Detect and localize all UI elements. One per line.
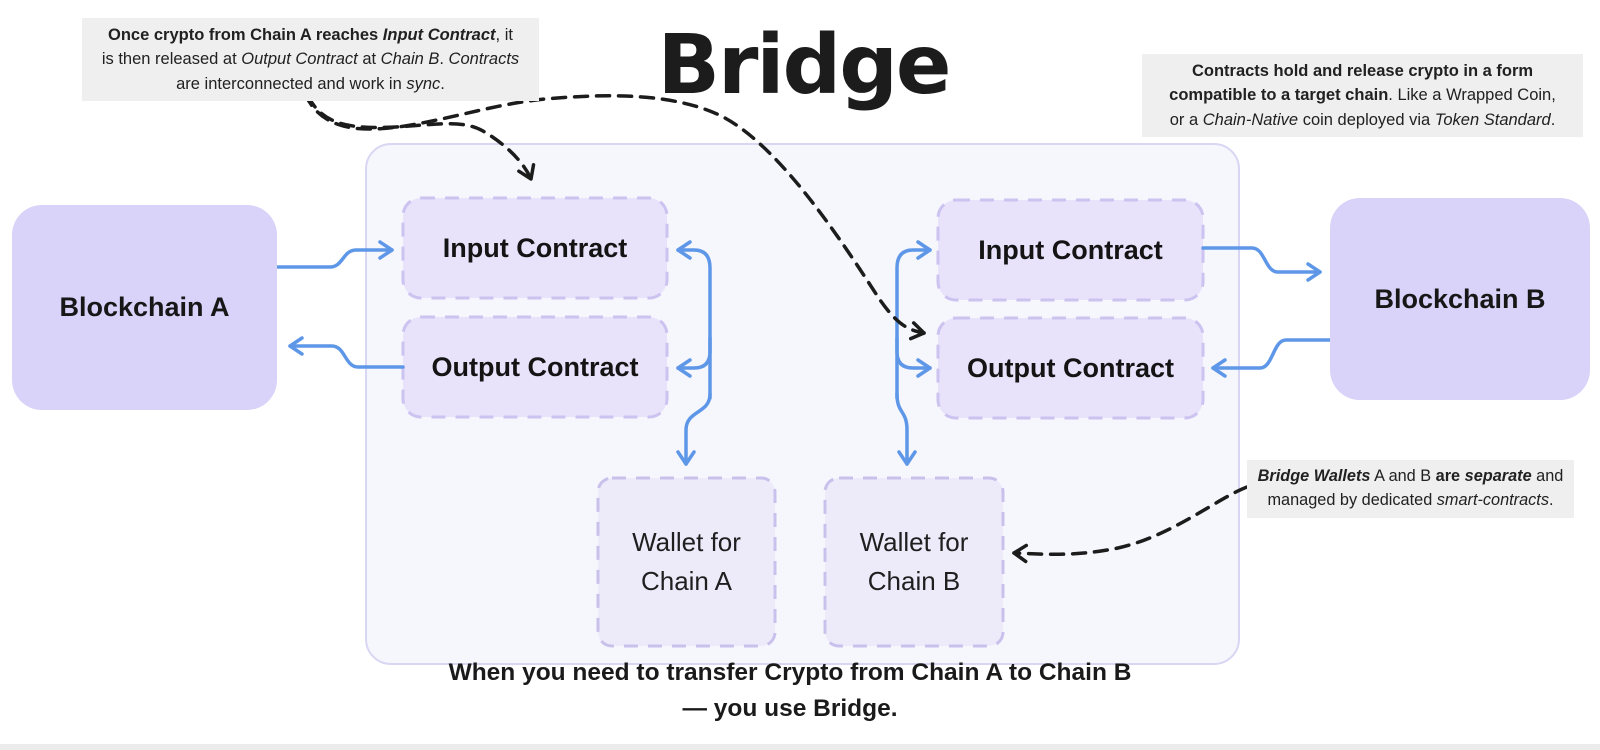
- node-output-contract-b: Output Contract: [967, 352, 1174, 383]
- arrow-trunk-a-to-output-contract-a: [676, 336, 712, 378]
- arrow-trunk-b-to-wallet-b: [895, 392, 917, 466]
- wallet-a-line1: Wallet for: [632, 527, 741, 557]
- wallet-a-line2: Chain A: [640, 566, 733, 596]
- arrow-trunk-b-to-output-contract-b: [895, 336, 932, 378]
- arrow-trunk-b-to-input-contract-b: [895, 240, 932, 400]
- blockchain-a-label: Blockchain A: [59, 292, 230, 322]
- arrow-trunk-a-to-input-contract-a: [676, 240, 712, 400]
- arrow-blockchain-b-to-output-contract-b: [1211, 338, 1332, 378]
- diagram-title: Bridge: [657, 18, 951, 113]
- caption-line1: When you need to transfer Crypto from Ch…: [448, 659, 1132, 686]
- annotation-arrow-to-wallet-b: [1012, 485, 1249, 564]
- arrow-trunk-a-to-wallet-a: [676, 392, 712, 466]
- annotation-top-left: Once crypto from Chain A reaches Input C…: [82, 18, 539, 101]
- annotation-top-right: Contracts hold and release crypto in a f…: [1142, 54, 1583, 137]
- blockchain-b-label: Blockchain B: [1374, 283, 1546, 314]
- node-input-contract-a: Input Contract: [442, 232, 628, 263]
- input-contract-a-box: [401, 196, 669, 300]
- arrow-input-contract-b-to-blockchain-b: [1201, 246, 1322, 282]
- wallet-a-box: [596, 476, 777, 648]
- node-output-contract-a: Output Contract: [431, 351, 639, 382]
- output-contract-b-box: [936, 316, 1205, 420]
- node-input-contract-b: Input Contract: [978, 234, 1163, 265]
- node-blockchain-b: Blockchain B: [1330, 198, 1590, 400]
- wallet-b-box: [823, 476, 1005, 648]
- node-wallet-chain-b: Wallet for Chain B: [825, 478, 1003, 646]
- input-contract-b-box: [936, 198, 1205, 302]
- arrow-output-contract-a-to-blockchain-a: [288, 336, 405, 369]
- wallet-b-line1: Wallet for: [859, 527, 969, 557]
- arrow-blockchain-a-to-input-contract-a: [275, 240, 394, 269]
- wallet-b-line2: Chain B: [867, 566, 961, 596]
- diagram-caption: When you need to transfer Crypto from Ch…: [320, 655, 1260, 727]
- annotation-arrow-to-input-contract-a: [306, 94, 536, 181]
- node-wallet-chain-a: Wallet for Chain A: [598, 478, 775, 646]
- node-blockchain-a: Blockchain A: [12, 205, 277, 410]
- caption-line2: — you use Bridge.: [682, 695, 898, 722]
- bottom-strip: [0, 744, 1600, 750]
